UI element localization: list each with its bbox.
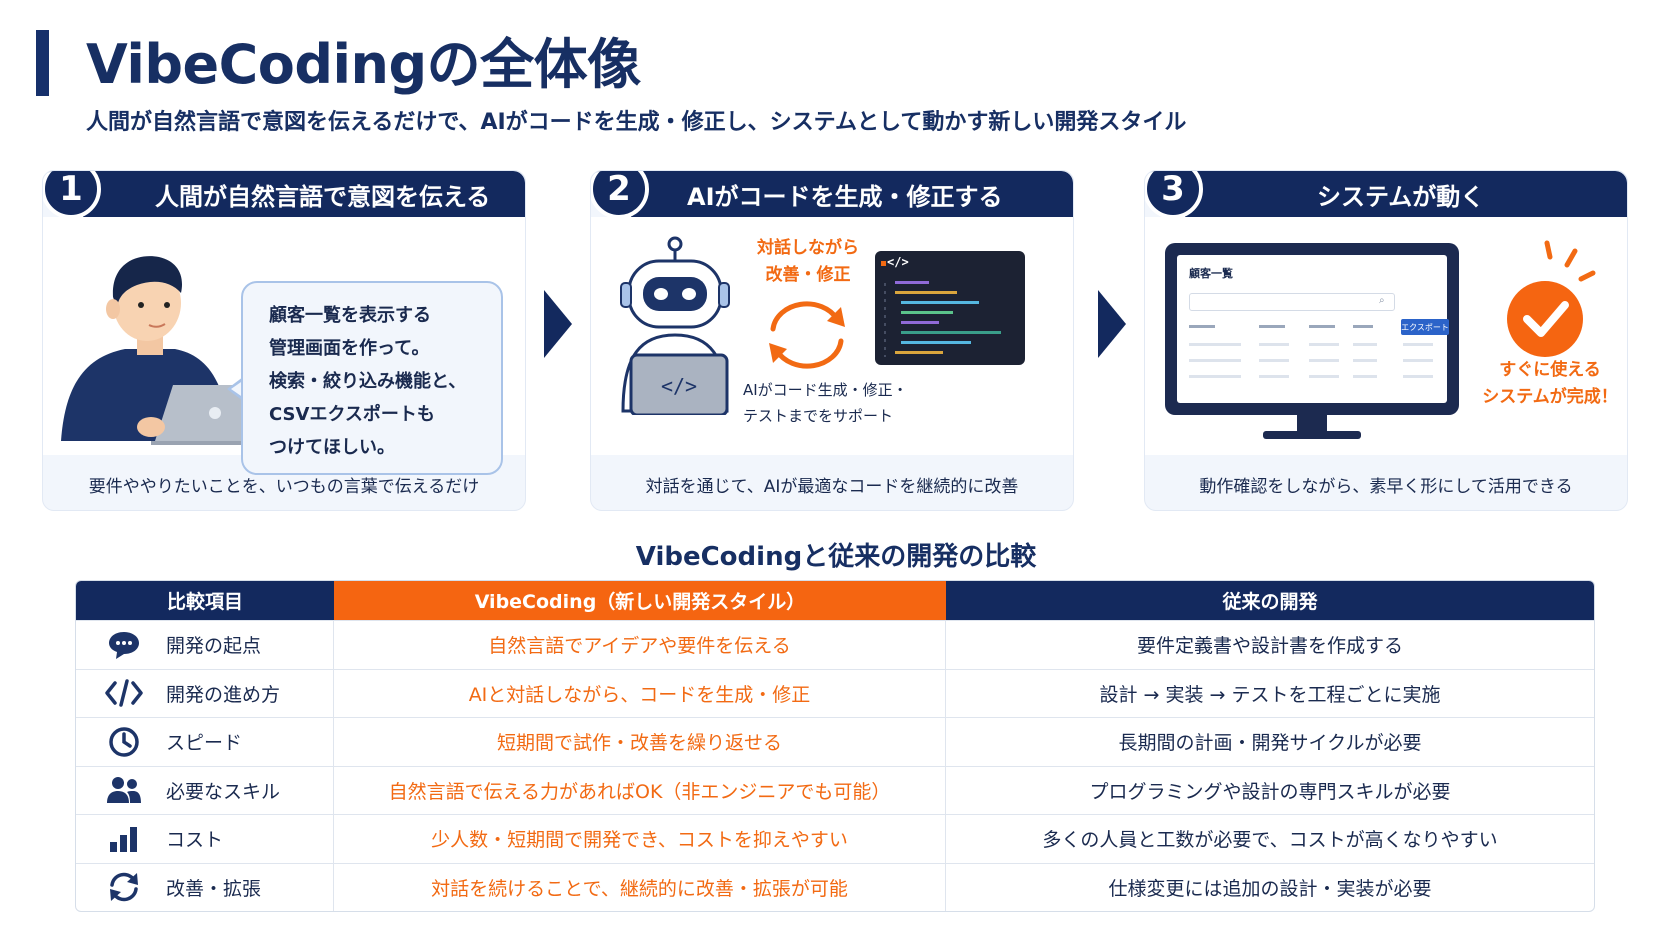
table-row: コスト 少人数・短期間で開発でき、コストを抑えやすい 多くの人員と工数が必要で、… bbox=[76, 814, 1594, 863]
step-1-header: 人間が自然言語で意図を伝える bbox=[83, 171, 525, 217]
code-editor-window: </> bbox=[875, 251, 1025, 365]
search-icon: ⌕ bbox=[1379, 295, 1385, 306]
table-row: 開発の起点 自然言語でアイデアや要件を伝える 要件定義書や設計書を作成する bbox=[76, 620, 1594, 669]
step-3-title: システムが動く bbox=[1317, 182, 1485, 211]
refresh-icon bbox=[104, 870, 144, 904]
row-vibe-value: AIと対話しながら、コードを生成・修正 bbox=[334, 669, 946, 717]
step-arrow-icon bbox=[544, 290, 572, 358]
code-editor-tag: </> bbox=[887, 255, 909, 269]
step-3-number-badge: 3 bbox=[1145, 171, 1203, 219]
row-item-label: スピード bbox=[166, 732, 243, 755]
step-2-title: AIがコードを生成・修正する bbox=[687, 182, 1003, 211]
loop-label-1: 対話しながら bbox=[757, 238, 859, 258]
row-vibe-value: 自然言語でアイデアや要件を伝える bbox=[334, 621, 946, 669]
table-row: 開発の進め方 AIと対話しながら、コードを生成・修正 設計 → 実装 → テスト… bbox=[76, 668, 1594, 717]
speech-bubble: 顧客一覧を表示する 管理画面を作って。 検索・絞り込み機能と、 CSVエクスポー… bbox=[241, 281, 503, 475]
header-item: 比較項目 bbox=[76, 581, 334, 620]
page-subtitle: 人間が自然言語で意図を伝えるだけで、AIがコードを生成・修正し、システムとして動… bbox=[86, 110, 1187, 135]
step-2-illustration-area: </> 対話しながら 改善・修正 </> AIがコード bbox=[591, 217, 1073, 455]
step-1-illustration-area: 顧客一覧を表示する 管理画面を作って。 検索・絞り込み機能と、 CSVエクスポー… bbox=[43, 217, 525, 475]
bar-chart-icon bbox=[104, 822, 144, 856]
row-traditional-value: 仕様変更には追加の設計・実装が必要 bbox=[1108, 877, 1432, 900]
comparison-table: 比較項目 VibeCoding（新しい開発スタイル） 従来の開発 開発の起点 自… bbox=[75, 580, 1595, 912]
robot-caption-2: テストまでをサポート bbox=[743, 407, 894, 425]
row-item-label: 開発の進め方 bbox=[166, 683, 281, 706]
person-with-laptop-icon bbox=[61, 256, 255, 445]
step-2-header: AIがコードを生成・修正する bbox=[631, 171, 1073, 217]
checkmark-icon bbox=[1507, 240, 1596, 357]
cycle-arrows-icon bbox=[769, 301, 845, 369]
code-lines-icon bbox=[884, 281, 1001, 357]
table-rows-placeholder bbox=[1189, 325, 1433, 378]
monitor-icon: 顧客一覧 ⌕ エクスポート bbox=[1165, 243, 1459, 415]
step-2-number-badge: 2 bbox=[591, 171, 649, 219]
clock-icon bbox=[104, 725, 144, 759]
bubble-line: 顧客一覧を表示する bbox=[269, 305, 431, 326]
step-1-title: 人間が自然言語で意図を伝える bbox=[155, 182, 491, 211]
code-icon bbox=[104, 676, 144, 710]
step-1-footer: 要件ややりたいことを、いつもの言葉で伝えるだけ bbox=[88, 476, 480, 497]
screen-search-input bbox=[1189, 293, 1395, 311]
robot-caption-1: AIがコード生成・修正・ bbox=[743, 381, 908, 399]
table-row: 必要なスキル 自然言語で伝える力があればOK（非エンジニアでも可能） プログラミ… bbox=[76, 765, 1594, 814]
monitor-base bbox=[1263, 431, 1361, 439]
screen-export-button: エクスポート bbox=[1401, 319, 1449, 335]
chat-bubble-icon bbox=[104, 628, 144, 662]
row-vibe-value: 自然言語で伝える力があればOK（非エンジニアでも可能） bbox=[334, 766, 946, 814]
row-item-label: 開発の起点 bbox=[166, 635, 262, 658]
row-traditional-value: 多くの人員と工数が必要で、コストが高くなりやすい bbox=[1042, 829, 1498, 852]
screen-title: 顧客一覧 bbox=[1189, 267, 1233, 280]
step-3-header: システムが動く bbox=[1185, 171, 1627, 217]
bubble-line: 管理画面を作って。 bbox=[269, 338, 430, 359]
comparison-header-row: 比較項目 VibeCoding（新しい開発スタイル） 従来の開発 bbox=[76, 581, 1594, 620]
step-arrow-icon bbox=[1098, 290, 1126, 358]
row-item-label: コスト bbox=[166, 829, 224, 852]
done-label-2: システムが完成！ bbox=[1482, 387, 1618, 407]
step-3-illustration-area: 顧客一覧 ⌕ エクスポート すぐに使える システムが完成！ bbox=[1145, 217, 1627, 455]
row-item-label: 必要なスキル bbox=[166, 780, 281, 803]
row-traditional-value: 長期間の計画・開発サイクルが必要 bbox=[1118, 732, 1422, 755]
table-row: スピード 短期間で試作・改善を繰り返せる 長期間の計画・開発サイクルが必要 bbox=[76, 717, 1594, 766]
row-traditional-value: プログラミングや設計の専門スキルが必要 bbox=[1089, 780, 1451, 803]
step-1-number-badge: 1 bbox=[43, 171, 101, 219]
row-item-label: 改善・拡張 bbox=[166, 877, 262, 900]
bubble-line: 検索・絞り込み機能と、 bbox=[269, 371, 467, 392]
row-vibe-value: 短期間で試作・改善を繰り返せる bbox=[334, 718, 946, 766]
row-traditional-value: 要件定義書や設計書を作成する bbox=[1136, 635, 1403, 658]
header-traditional: 従来の開発 bbox=[946, 581, 1594, 620]
step-card-1: 顧客一覧を表示する 管理画面を作って。 検索・絞り込み機能と、 CSVエクスポー… bbox=[42, 170, 526, 511]
row-vibe-value: 少人数・短期間で開発でき、コストを抑えやすい bbox=[334, 815, 946, 863]
bubble-line: CSVエクスポートも bbox=[269, 404, 435, 425]
header-vibecoding: VibeCoding（新しい開発スタイル） bbox=[334, 581, 946, 620]
loop-label-2: 改善・修正 bbox=[765, 265, 851, 285]
monitor-stand bbox=[1297, 415, 1327, 433]
bubble-line: つけてほしい。 bbox=[269, 437, 395, 458]
step-3-footer: 動作確認をしながら、素早く形にして活用できる bbox=[1199, 476, 1573, 497]
row-vibe-value: 対話を続けることで、継続的に改善・拡張が可能 bbox=[334, 863, 946, 911]
people-icon bbox=[104, 773, 144, 807]
step-card-2: </> 対話しながら 改善・修正 </> AIがコード bbox=[590, 170, 1074, 511]
page-title: VibeCodingの全体像 bbox=[86, 33, 641, 96]
monitor-screen: 顧客一覧 ⌕ エクスポート bbox=[1177, 255, 1449, 403]
row-traditional-value: 設計 → 実装 → テストを工程ごとに実施 bbox=[1099, 683, 1441, 706]
robot-icon: </> bbox=[620, 236, 730, 415]
done-label-1: すぐに使える bbox=[1499, 360, 1601, 380]
table-row: 改善・拡張 対話を続けることで、継続的に改善・拡張が可能 仕様変更には追加の設計… bbox=[76, 862, 1594, 911]
comparison-title: VibeCodingと従来の開発の比較 bbox=[635, 542, 1037, 572]
laptop-code-label: </> bbox=[661, 374, 697, 398]
step-card-3: 顧客一覧 ⌕ エクスポート すぐに使える システムが完成！ bbox=[1144, 170, 1628, 511]
title-accent-bar bbox=[36, 30, 49, 96]
step-2-footer: 対話を通じて、AIが最適なコードを継続的に改善 bbox=[645, 476, 1019, 497]
